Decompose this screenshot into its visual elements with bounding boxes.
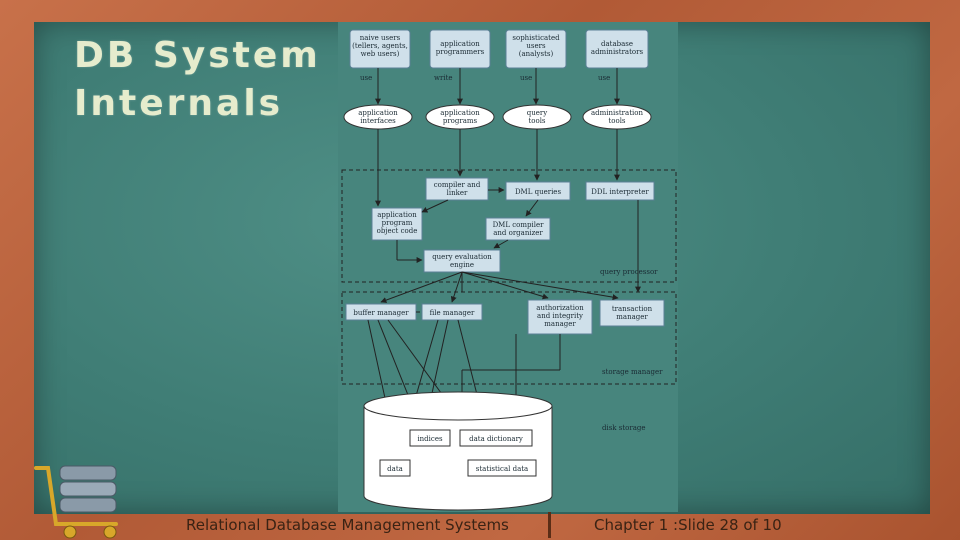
data-dictionary-box [459, 429, 533, 447]
action-use-1: use [360, 74, 372, 82]
footer-course-title: Relational Database Management Systems [186, 516, 509, 534]
slide-title-line-1: DB System [74, 35, 321, 76]
query-processor-label: query processor [600, 268, 658, 276]
db-system-structure-diagram: naive users(tellers, agents,web users) a… [338, 22, 678, 512]
disk-storage-cylinder [363, 391, 553, 511]
app-object-code-box [371, 207, 423, 241]
data-box [379, 459, 411, 477]
database-cart-icon [34, 465, 118, 539]
statistical-data-label: statistical data [476, 465, 528, 473]
file-manager-label: file manager [430, 309, 475, 317]
slide-title: DB System Internals [74, 32, 321, 128]
action-use-3: use [598, 74, 610, 82]
buffer-manager-label: buffer manager [353, 309, 409, 317]
dml-queries-label: DML queries [515, 188, 562, 196]
action-use-2: use [520, 74, 532, 82]
data-label: data [387, 465, 403, 473]
ddl-interpreter-box [585, 181, 655, 201]
ddl-interpreter-label: DDL interpreter [591, 188, 649, 196]
file-manager-box [421, 303, 483, 321]
indices-box [409, 429, 451, 447]
footer-slide-number: Chapter 1 :Slide 28 of 10 [594, 516, 782, 534]
indices-label: indices [417, 435, 443, 443]
slide-title-line-2: Internals [74, 83, 284, 124]
footer-divider [548, 512, 551, 538]
naive-users-box [349, 29, 411, 69]
query-processor-region [341, 169, 677, 283]
storage-manager-label: storage manager [602, 368, 663, 376]
transaction-manager-box [599, 299, 665, 327]
storage-manager-region [341, 291, 677, 385]
data-dictionary-label: data dictionary [469, 435, 523, 443]
compiler-linker-box [425, 177, 489, 201]
statistical-data-box [467, 459, 537, 477]
action-write: write [434, 74, 453, 82]
dml-compiler-box [485, 217, 551, 241]
user-boxes [349, 29, 649, 69]
authorization-manager-box [527, 299, 593, 335]
naive-users-label: naive users(tellers, agents,web users) [352, 34, 408, 58]
disk-storage-label: disk storage [602, 424, 646, 432]
